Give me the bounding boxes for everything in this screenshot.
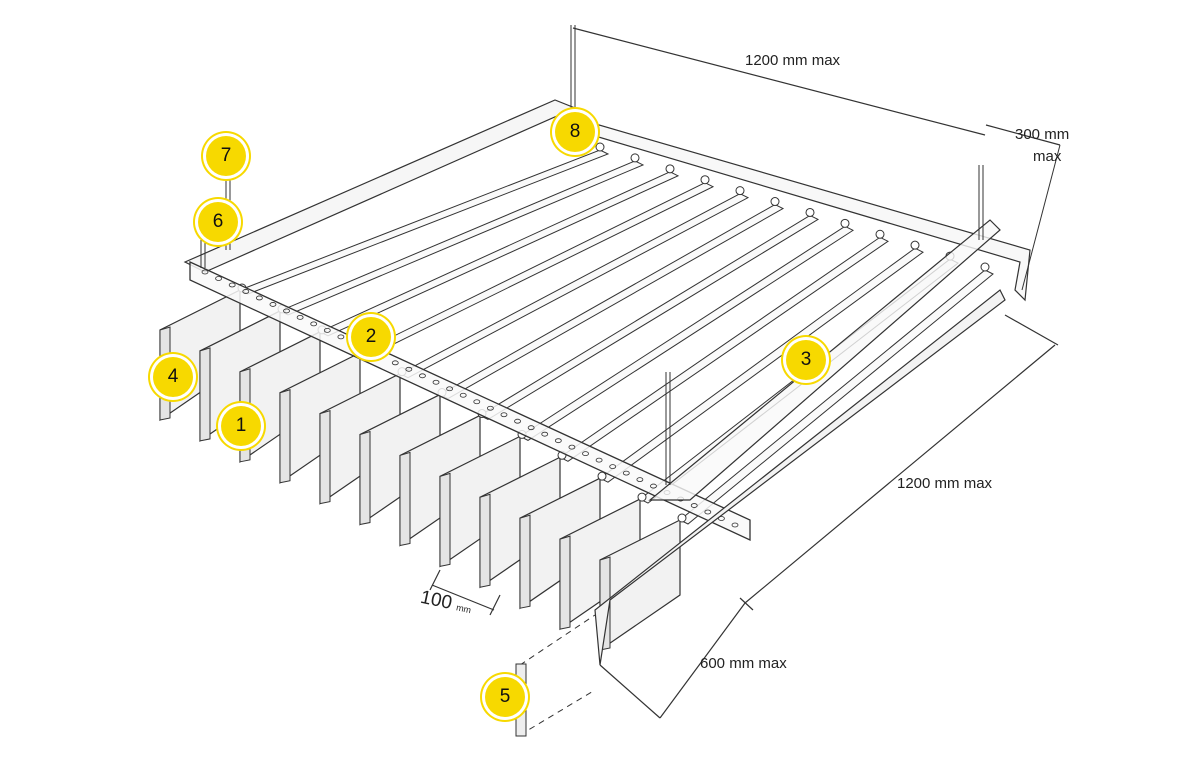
dimension-line-top — [572, 27, 986, 136]
extension-line — [599, 664, 661, 719]
dimension-line-offset — [985, 124, 1061, 146]
fixing-clip — [665, 164, 675, 174]
fixing-clip — [595, 142, 605, 152]
fixing-clip — [677, 513, 687, 523]
dimension-carrier-spacing: 600 mm max — [700, 655, 787, 672]
rail-slot — [541, 431, 549, 437]
dimension-tick — [739, 597, 754, 611]
rail-slot — [704, 509, 712, 515]
extension-line — [1004, 314, 1059, 346]
slat-end — [519, 514, 531, 609]
rail-slot — [582, 451, 589, 457]
fixing-clip — [637, 492, 647, 502]
slat-end — [199, 347, 211, 442]
dimension-line-spacing — [659, 602, 746, 719]
rail-slot — [419, 373, 426, 379]
fixing-clip — [840, 218, 850, 228]
dimension-line-side — [744, 344, 1056, 604]
slat-top — [278, 160, 645, 316]
slat-end — [559, 535, 571, 630]
fixing-clip — [735, 186, 745, 196]
slat-end — [319, 409, 331, 505]
rail-slot — [228, 282, 236, 288]
rail-slot — [500, 412, 508, 418]
rail-slot — [310, 321, 318, 327]
dimension-hanger-offset: 300 mm — [1015, 126, 1070, 143]
dimension-side-length: 1200 mm max — [897, 475, 993, 492]
rail-slot — [405, 366, 413, 372]
callout-7: 7 — [206, 136, 246, 176]
rail-slot — [201, 269, 209, 275]
dimension-line-pitch — [431, 584, 495, 611]
callout-8: 8 — [555, 112, 595, 152]
fixing-clip — [770, 197, 780, 207]
rail-slot — [568, 444, 576, 450]
callout-6: 6 — [198, 202, 238, 242]
rail-slot — [718, 516, 725, 521]
rail-slot — [296, 315, 304, 320]
back-carrier-rail — [574, 117, 1031, 302]
slat-top — [518, 225, 855, 441]
slat-top — [599, 247, 924, 483]
rail-slot — [432, 379, 440, 385]
dimension-hanger-offset-max: max — [1033, 148, 1062, 165]
callout-1: 1 — [221, 406, 261, 446]
callout-2: 2 — [351, 317, 391, 357]
rail-slot — [378, 353, 386, 359]
slat-end — [439, 472, 451, 567]
rail-slot — [650, 483, 657, 489]
slat-end — [479, 493, 491, 588]
rail-slot — [323, 327, 331, 333]
dimension-top-width: 1200 mm max — [745, 52, 841, 69]
rail-slot — [622, 470, 630, 476]
rail-slot — [486, 405, 494, 411]
rail-slot — [514, 418, 521, 424]
fixing-clip — [980, 262, 990, 272]
dashed-slat-outline — [519, 689, 596, 736]
slat-top — [559, 236, 889, 462]
fixing-clip — [875, 229, 885, 239]
slat-end — [359, 430, 371, 526]
slat-pitch-unit: mm — [455, 602, 473, 616]
rail-slot — [609, 464, 617, 470]
slat-top — [478, 214, 820, 421]
slat-top — [679, 269, 994, 525]
fixing-clip — [910, 240, 920, 250]
dimension-tick — [489, 594, 501, 616]
fixing-clip — [630, 153, 640, 163]
rail-slot — [283, 308, 290, 314]
rail-slot — [690, 503, 698, 508]
dimension-line-offset-vertical — [1021, 144, 1061, 291]
slat-end — [279, 389, 291, 484]
fixing-clip — [597, 471, 607, 481]
callout-4: 4 — [153, 357, 193, 397]
rail-slot — [731, 522, 739, 528]
dashed-slat-outline — [519, 614, 596, 666]
slat-end — [399, 451, 411, 547]
rail-slot — [459, 392, 467, 398]
callout-3: 3 — [786, 340, 826, 380]
rail-slot — [215, 276, 222, 281]
rail-slot — [446, 386, 454, 392]
end-slat-face — [594, 289, 1006, 666]
rail-slot — [242, 289, 250, 294]
fixing-clip — [700, 175, 710, 185]
rail-slot — [554, 438, 562, 444]
rail-slot — [636, 477, 644, 482]
rail-slot — [269, 302, 277, 307]
rail-slot — [337, 334, 345, 340]
fixing-clip — [805, 207, 815, 217]
rail-slot — [473, 399, 481, 405]
rail-slot — [595, 457, 603, 463]
callout-5: 5 — [485, 677, 525, 717]
rail-slot — [391, 360, 399, 366]
dimension-tick — [429, 569, 441, 591]
rail-slot — [255, 295, 263, 301]
rail-slot — [527, 425, 535, 431]
